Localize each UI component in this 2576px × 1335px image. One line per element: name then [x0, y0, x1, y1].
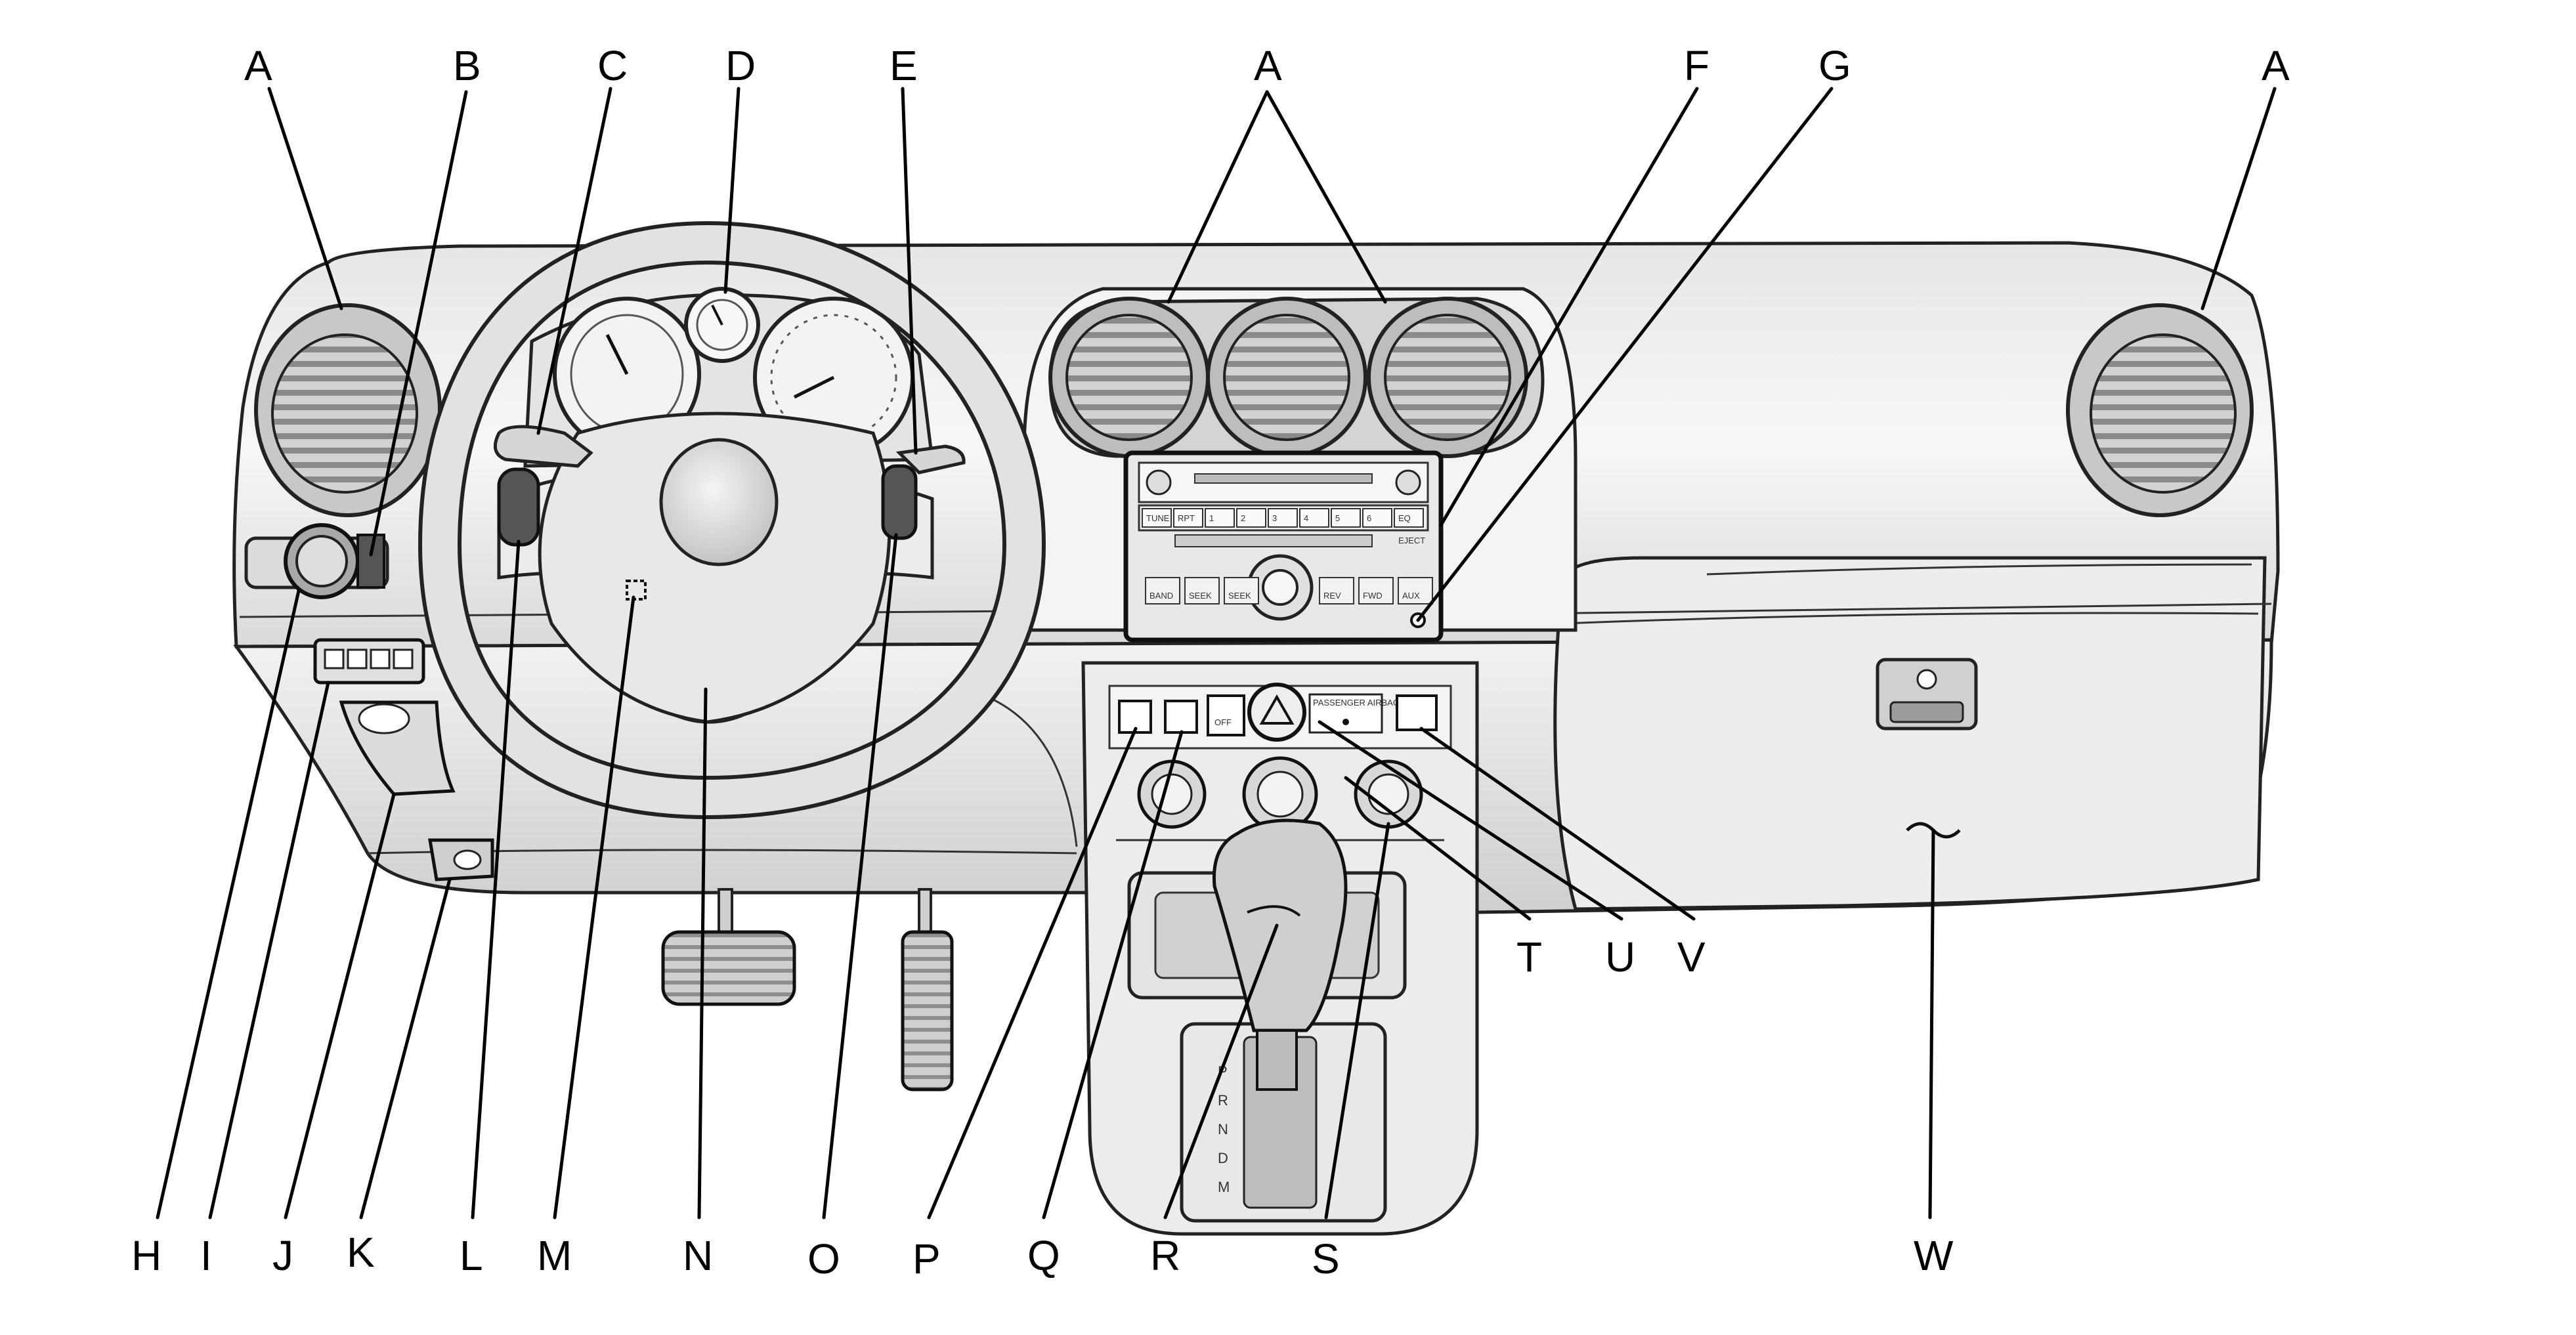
radio-button-label: 2 — [1241, 513, 1245, 523]
radio-lower-button-label: SEEK — [1228, 591, 1251, 601]
audio-system: TUNE RPT 1 2 3 4 5 6 EQ EJECT BAND SEEK SEEK REV FWD… — [1123, 450, 1444, 643]
radio-lower-button — [1319, 577, 1354, 604]
passenger-airbag-indicator — [1308, 693, 1383, 734]
radio-button — [1394, 508, 1424, 528]
callout-leader-lines — [156, 87, 2277, 1219]
radio-button — [1362, 508, 1392, 528]
callout-s: S — [1312, 1235, 1340, 1282]
callout-c: C — [597, 42, 628, 89]
left-steering-controls — [497, 467, 540, 547]
eject-label: EJECT — [1398, 536, 1425, 545]
center-console: OFF PASSENGER AIRBAG — [1108, 683, 1452, 841]
radio-button-label: 5 — [1335, 513, 1340, 523]
callout-k: K — [347, 1229, 375, 1276]
switch-panel — [313, 638, 425, 685]
callout-l: L — [460, 1232, 483, 1279]
callout-h: H — [131, 1232, 161, 1279]
accelerator-pedal — [901, 888, 954, 1091]
off-label: OFF — [1214, 717, 1232, 727]
stabilitrak-button — [1164, 700, 1198, 734]
radio-button-label: 1 — [1209, 513, 1214, 523]
callout-d: D — [725, 42, 756, 89]
shift-letter: R — [1218, 1092, 1228, 1109]
callout-a-right: A — [2262, 42, 2290, 89]
radio-button — [1142, 508, 1172, 528]
right-outer-air-vent — [2066, 303, 2254, 517]
parking-brake-release — [428, 838, 494, 881]
steering-column-feature — [626, 580, 647, 601]
horn-hub — [659, 438, 779, 566]
callout-j: J — [272, 1232, 293, 1279]
radio-lower-button — [1145, 577, 1180, 604]
callout-b: B — [453, 42, 481, 89]
callout-o: O — [807, 1235, 840, 1282]
radio-button — [1236, 508, 1266, 528]
headlamp-switch-area — [244, 523, 389, 599]
radio-lower-button-label: BAND — [1149, 591, 1173, 601]
hood-release — [339, 700, 456, 796]
radio-button-label: TUNE — [1146, 513, 1170, 523]
instrument-panel-dimmer — [356, 534, 385, 589]
hazard-warning-button — [1247, 683, 1306, 742]
radio-lower-button — [1224, 577, 1259, 604]
callout-u: U — [1605, 933, 1635, 981]
callout-labels: A B C D E A F G A H I J K L M N O P Q R … — [131, 42, 2290, 1282]
radio-button-label: 3 — [1272, 513, 1277, 523]
shift-letter: D — [1218, 1150, 1228, 1166]
hill-descent-button — [1207, 694, 1245, 736]
callout-p: P — [912, 1235, 941, 1282]
radio-button — [1268, 508, 1298, 528]
callout-r: R — [1150, 1232, 1180, 1279]
radio-button-label: RPT — [1178, 513, 1195, 523]
brake-pedal — [661, 888, 796, 1006]
radio-lower-buttons: BAND SEEK SEEK REV FWD AUX — [1145, 577, 1433, 604]
callout-t: T — [1516, 933, 1542, 981]
callout-a-left: A — [244, 42, 272, 89]
radio-button — [1173, 508, 1203, 528]
callout-q: Q — [1027, 1232, 1060, 1279]
radio-button — [1331, 508, 1361, 528]
radio-lower-button — [1184, 577, 1220, 604]
callout-e: E — [890, 42, 918, 89]
callout-f: F — [1684, 42, 1709, 89]
shift-letter: N — [1218, 1121, 1228, 1137]
airbag-label: PASSENGER AIRBAG — [1313, 698, 1400, 708]
radio-button-label: 4 — [1304, 513, 1308, 523]
steering-wheel — [418, 221, 1046, 820]
center-air-vents — [1048, 297, 1545, 458]
radio-button — [1205, 508, 1235, 528]
radio-lower-button-label: AUX — [1402, 591, 1420, 601]
callout-g: G — [1818, 42, 1851, 89]
left-outer-air-vent — [254, 303, 442, 517]
right-steering-controls — [881, 464, 918, 540]
callout-i: I — [200, 1232, 212, 1279]
radio-button — [1299, 508, 1329, 528]
turn-signal-lever — [493, 425, 593, 468]
radio-button-label: 6 — [1367, 513, 1371, 523]
radio-lower-button-label: REV — [1323, 591, 1341, 601]
callout-v: V — [1677, 933, 1706, 981]
callout-a-center: A — [1254, 42, 1282, 89]
shift-letter: M — [1218, 1179, 1230, 1195]
radio-lower-button-label: FWD — [1363, 591, 1383, 601]
callout-m: M — [537, 1232, 572, 1279]
radio-lower-button-label: SEEK — [1189, 591, 1212, 601]
console-switch — [1396, 694, 1438, 731]
radio-lower-button — [1358, 577, 1394, 604]
radio-lower-button — [1398, 577, 1433, 604]
callout-n: N — [683, 1232, 713, 1279]
radio-preset-buttons: TUNE RPT 1 2 3 4 5 6 EQ — [1142, 508, 1424, 528]
callout-w: W — [1914, 1232, 1954, 1279]
radio-button-label: EQ — [1398, 513, 1411, 523]
